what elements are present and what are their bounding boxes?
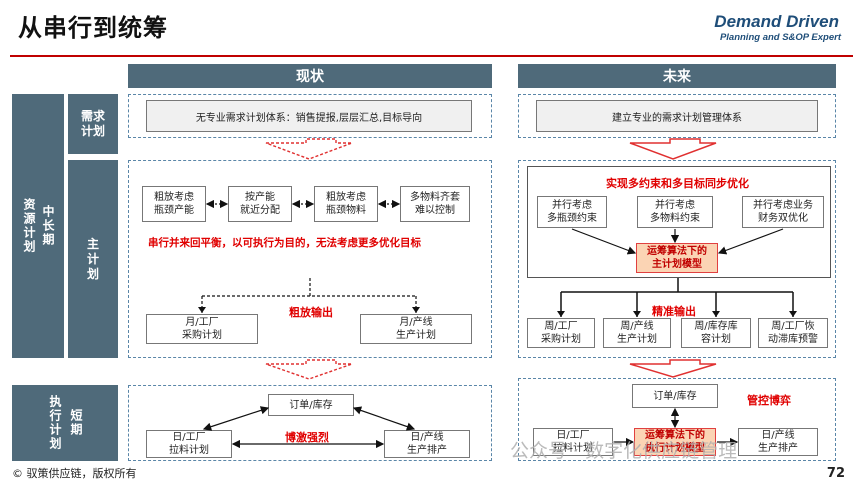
current-exec-left: 日/工厂 拉料计划	[146, 430, 232, 458]
current-output-label: 粗放输出	[289, 306, 333, 319]
page-number: 72	[826, 466, 845, 481]
current-exec-link	[352, 406, 416, 431]
current-down-arrow-1	[265, 138, 353, 160]
current-output-tree	[201, 278, 417, 313]
future-master-box: 并行考虑 多物料约束	[637, 196, 713, 228]
current-master-box: 粗放考虑 瓶颈产能	[142, 186, 206, 222]
page-title: 从串行到统筹	[18, 14, 168, 42]
future-demand-box: 建立专业的需求计划管理体系	[536, 100, 818, 132]
future-down-arrow-2	[629, 359, 717, 378]
current-demand-box: 无专业需求计划体系：销售提报,层层汇总,目标导向	[146, 100, 472, 132]
future-link	[571, 228, 637, 255]
header-current: 现状	[128, 64, 492, 88]
current-master-box: 粗放考虑 瓶颈物料	[314, 186, 378, 222]
header-future: 未来	[518, 64, 836, 88]
future-master-title: 实现多约束和多目标同步优化	[606, 177, 749, 190]
current-demand-panel	[128, 94, 492, 138]
future-output-box: 周/工厂恢 动滞库预警	[758, 318, 828, 348]
future-exec-left: 日/工厂 拉料计划	[533, 428, 613, 456]
side-short-label: 短期	[69, 409, 83, 437]
future-exec-panel	[518, 378, 836, 461]
current-master-note: 串行并来回平衡，以可执行为目的，无法考虑更多优化目标	[148, 237, 421, 249]
side-resource-label: 资源计划	[22, 198, 36, 254]
future-master-panel	[518, 160, 836, 358]
side-resource-plan: 资源计划 中长期	[12, 94, 64, 358]
future-link	[717, 228, 784, 255]
future-exec-right: 日/产线 生产排产	[738, 428, 818, 456]
brand-logo: Demand Driven	[714, 12, 839, 31]
future-exec-center: 订单/库存	[632, 384, 718, 408]
side-midlong-label: 中长期	[41, 205, 55, 247]
watermark: 公众号 · 数字化供应链管理	[510, 440, 738, 462]
side-master-plan: 主 计 划	[68, 160, 118, 358]
future-demand-panel	[518, 94, 836, 138]
future-down-arrow-1	[629, 138, 717, 160]
current-exec-link	[202, 406, 270, 431]
future-exec-label: 管控博弈	[747, 394, 791, 407]
brand-tagline: Planning and S&OP Expert	[719, 32, 841, 43]
current-output-box: 月/工厂 采购计划	[146, 314, 258, 344]
side-execution-plan: 执行计划 短期	[12, 385, 118, 461]
current-exec-right: 日/产线 生产排产	[384, 430, 470, 458]
future-exec-engine: 运筹算法下的 执行计划模型	[634, 428, 716, 456]
future-output-box: 周/工厂 采购计划	[527, 318, 595, 348]
current-master-panel	[128, 160, 492, 358]
current-master-box: 按产能 就近分配	[228, 186, 292, 222]
current-master-box: 多物料齐套 难以控制	[400, 186, 470, 222]
title-divider	[10, 55, 853, 57]
side-execution-label: 执行计划	[48, 395, 62, 451]
future-output-box: 周/产线 生产计划	[603, 318, 671, 348]
current-exec-center: 订单/库存	[268, 394, 354, 416]
future-master-box: 并行考虑 多瓶颈约束	[537, 196, 607, 228]
future-master-box: 并行考虑业务 财务双优化	[742, 196, 824, 228]
current-exec-panel	[128, 385, 492, 461]
current-output-box: 月/产线 生产计划	[360, 314, 472, 344]
side-demand-plan: 需求 计划	[68, 94, 118, 154]
future-output-box: 周/库存库 容计划	[681, 318, 751, 348]
future-master-engine: 运筹算法下的 主计划模型	[636, 243, 718, 273]
future-output-tree	[560, 278, 794, 317]
current-down-arrow-2	[265, 359, 353, 380]
future-output-label: 精准输出	[652, 305, 696, 318]
copyright-footer: © 驭策供应链，版权所有	[12, 467, 137, 480]
